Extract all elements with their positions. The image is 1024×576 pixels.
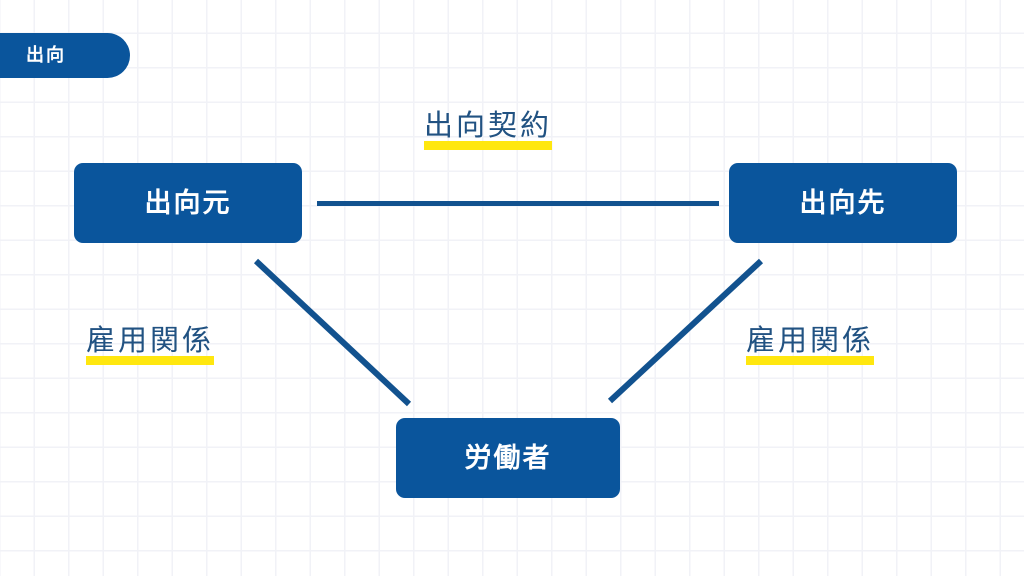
edge-label-contract-highlight bbox=[424, 141, 552, 151]
edge-label-employment-left-highlight bbox=[86, 356, 214, 366]
edge-label-employment-right-highlight bbox=[746, 356, 874, 366]
edge-label-contract: 出向契約 bbox=[424, 108, 553, 151]
edge-label-employment-left: 雇用関係 bbox=[86, 323, 215, 366]
edge-label-employment-right-text: 雇用関係 bbox=[746, 323, 875, 357]
edge-label-employment-left-text: 雇用関係 bbox=[86, 323, 215, 357]
section-badge-label: 出向 bbox=[26, 44, 66, 66]
node-source-company-label: 出向元 bbox=[144, 187, 232, 219]
node-destination-company-label: 出向先 bbox=[799, 187, 887, 219]
section-badge: 出向 bbox=[0, 33, 130, 78]
node-worker[interactable]: 労働者 bbox=[396, 418, 620, 498]
edge-label-contract-text: 出向契約 bbox=[424, 108, 553, 142]
connector-employment-right bbox=[607, 258, 764, 404]
node-destination-company[interactable]: 出向先 bbox=[729, 163, 957, 243]
node-source-company[interactable]: 出向元 bbox=[74, 163, 302, 243]
connector-employment-left bbox=[253, 258, 412, 407]
node-worker-label: 労働者 bbox=[464, 442, 552, 474]
edge-label-employment-right: 雇用関係 bbox=[746, 323, 875, 366]
